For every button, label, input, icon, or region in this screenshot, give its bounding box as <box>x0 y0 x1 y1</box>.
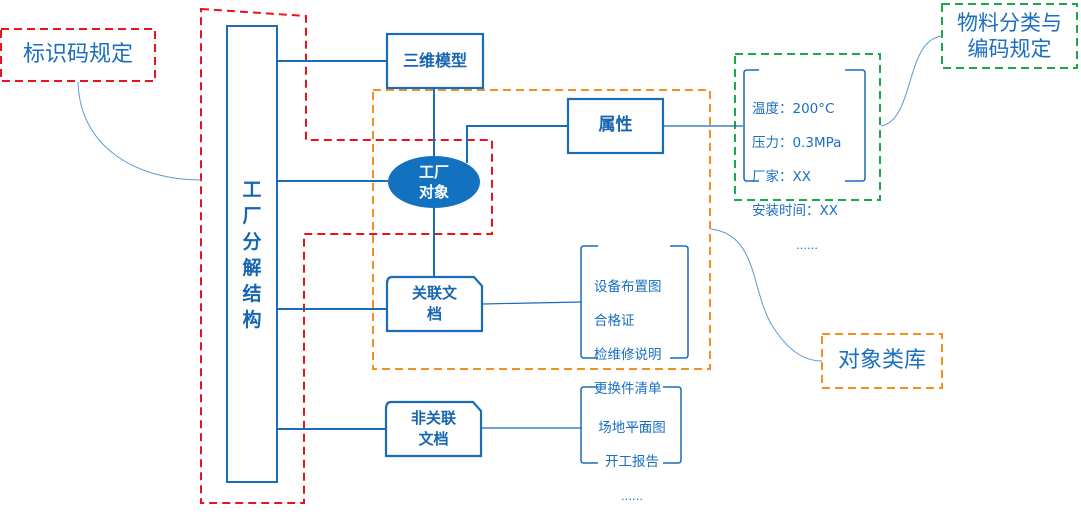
list-brackets <box>580 69 866 464</box>
unrelated-docs-label[interactable]: 非关联 文档 <box>410 409 456 448</box>
object-library-frame <box>821 333 943 389</box>
plant-object-ellipse <box>388 156 480 208</box>
identifier-scope-frame <box>200 7 493 504</box>
attributes-list: 温度：200°C 压力：0.3MPa 厂家：XX 安装时间：XX …… <box>752 84 862 271</box>
attributes-scope-frame <box>734 53 881 201</box>
unrelated-docs-list-item: 场地平面图 <box>598 420 666 436</box>
related-docs-label[interactable]: 关联文 档 <box>411 284 457 323</box>
unrelated-docs-list-item: 开工报告 <box>605 454 659 470</box>
list-connector-lines <box>481 125 743 429</box>
related-docs-box <box>385 275 484 333</box>
unrelated-bracket-left <box>580 386 598 464</box>
model-3d-label[interactable]: 三维模型 <box>402 50 467 70</box>
related-docs-list: 设备布置图 合格证 检维修说明 更换件清单 …… <box>594 262 684 449</box>
line-object-to-attributes <box>466 125 568 163</box>
related-docs-list-item: 合格证 <box>594 313 635 329</box>
attributes-box <box>566 97 665 155</box>
related-docs-list-more: …… <box>628 417 650 430</box>
attributes-list-item: 温度：200°C <box>752 101 835 117</box>
plant-breakdown-box <box>226 25 278 483</box>
identifier-rules-connector <box>77 81 202 181</box>
attributes-label[interactable]: 属性 <box>598 115 633 136</box>
related-docs-list-item: 检维修说明 <box>594 347 662 363</box>
related-bracket-left <box>580 245 598 359</box>
related-docs-list-item: 更换件清单 <box>594 381 662 397</box>
material-rules-connector <box>880 35 943 127</box>
attributes-bracket-right <box>845 69 866 182</box>
model-3d-box <box>385 32 485 90</box>
attributes-list-item: 厂家：XX <box>752 169 811 185</box>
line-related-to-list <box>481 301 583 305</box>
unrelated-docs-list-more: …… <box>621 490 643 503</box>
object-library-scope-frame <box>372 89 711 370</box>
identifier-rules-label: 标识码规定 <box>22 42 133 68</box>
object-library-connector <box>710 228 823 362</box>
attributes-list-more: …… <box>796 239 818 252</box>
connector-lines <box>277 60 568 430</box>
unrelated-docs-list: 场地平面图 开工报告 …… <box>584 403 680 522</box>
unrelated-bracket-right <box>663 386 682 464</box>
related-docs-list-item: 设备布置图 <box>594 279 662 295</box>
attributes-list-item: 压力：0.3MPa <box>752 135 842 151</box>
attributes-bracket-left <box>743 69 759 182</box>
plant-breakdown-label: 工 厂 分 解 结 构 <box>242 179 262 331</box>
attributes-list-item: 安装时间：XX <box>752 203 838 219</box>
object-library-label: 对象类库 <box>837 348 926 374</box>
related-bracket-right <box>670 245 689 359</box>
plant-object-label[interactable]: 工厂 对象 <box>418 163 449 201</box>
diagram-canvas <box>0 3 1078 504</box>
material-rules-label: 物料分类与 编码规定 <box>957 11 1062 61</box>
unrelated-docs-box <box>384 400 483 458</box>
